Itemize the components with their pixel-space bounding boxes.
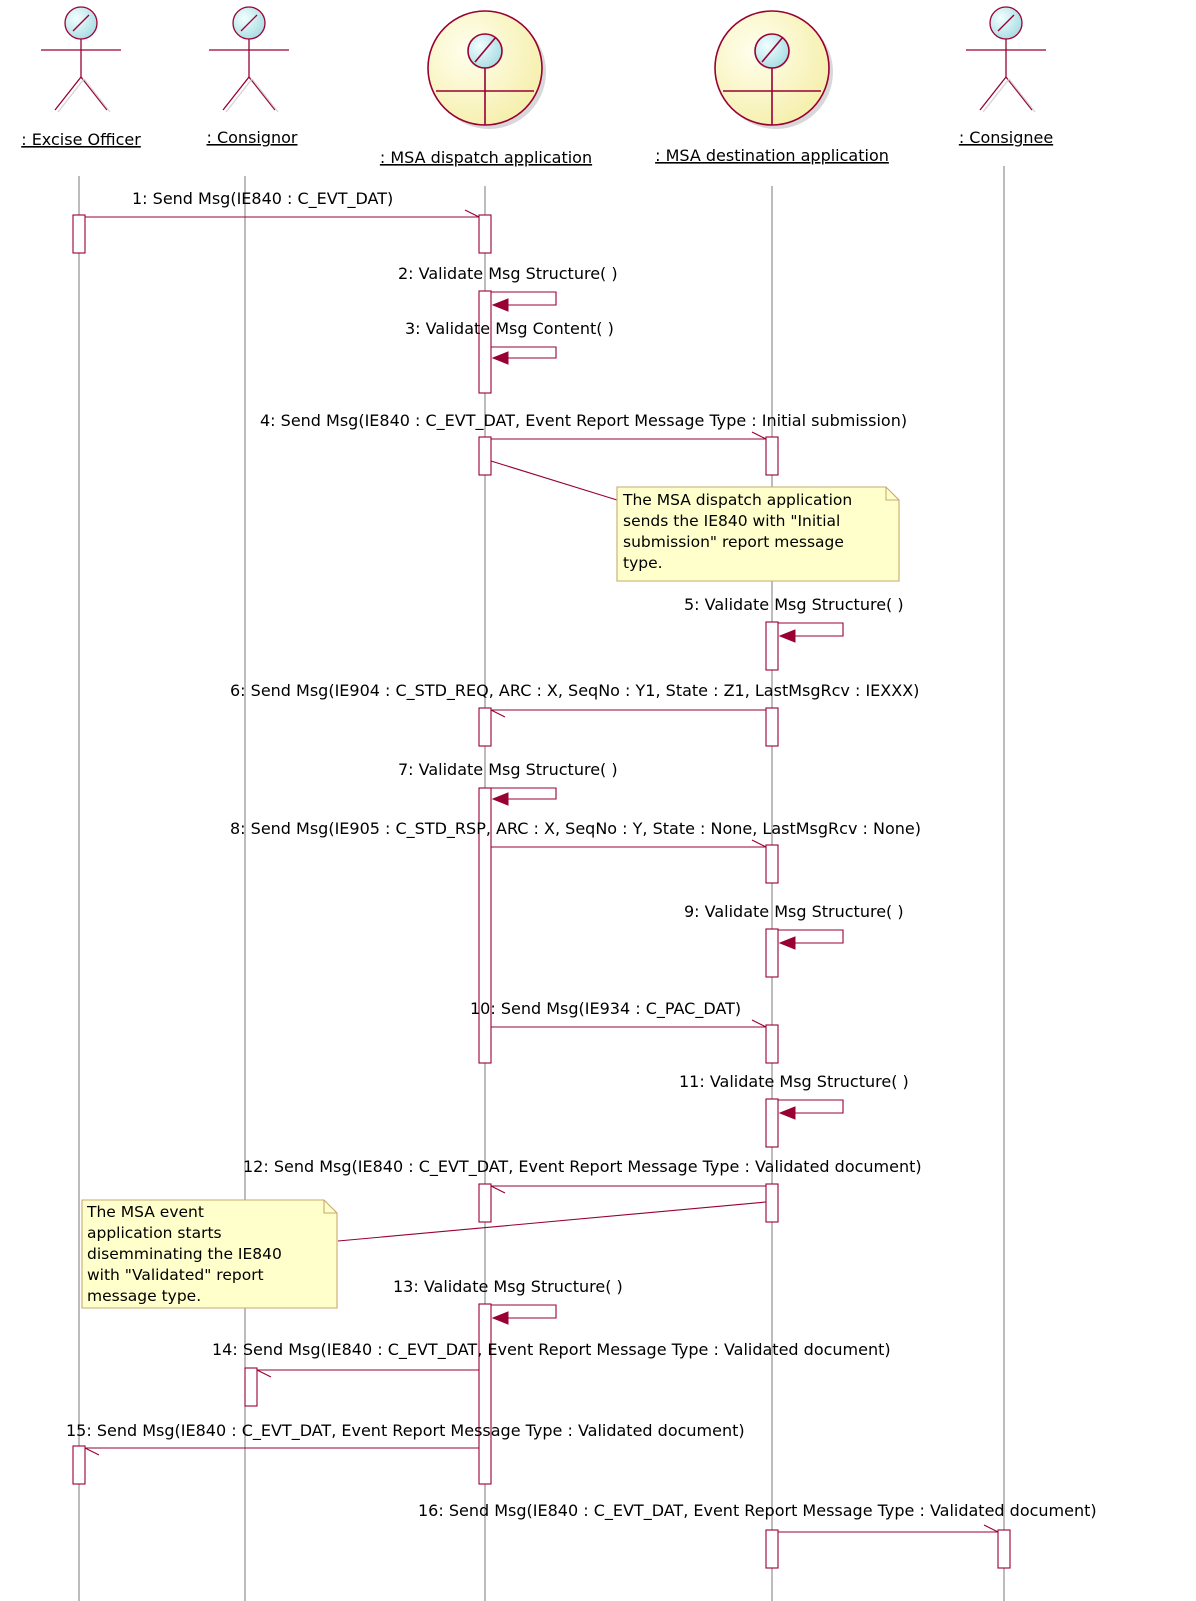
message-label: 8: Send Msg(IE905 : C_STD_RSP, ARC : X, … [230, 819, 921, 839]
message: 15: Send Msg(IE840 : C_EVT_DAT, Event Re… [66, 1421, 745, 1456]
message: 16: Send Msg(IE840 : C_EVT_DAT, Event Re… [418, 1501, 1097, 1533]
activation-bar [765, 1024, 779, 1064]
activation-bar [765, 1098, 779, 1148]
activation-bar [765, 1529, 779, 1569]
activation-bar [478, 787, 492, 1064]
message: 10: Send Msg(IE934 : C_PAC_DAT) [470, 999, 767, 1028]
activation-bar [478, 1183, 492, 1223]
message-label: 11: Validate Msg Structure( ) [679, 1072, 909, 1091]
participant-label: : Consignee [959, 128, 1053, 147]
activation-bar [765, 707, 779, 747]
message-label: 9: Validate Msg Structure( ) [684, 902, 904, 921]
system-actor-icon [427, 10, 546, 129]
message: 2: Validate Msg Structure( ) [398, 264, 618, 312]
stick-figure-icon [41, 6, 121, 113]
activations [72, 214, 1011, 1569]
note-box [81, 1199, 338, 1309]
message-label: 7: Validate Msg Structure( ) [398, 760, 618, 779]
participant-label: : Excise Officer [21, 130, 141, 149]
message: 12: Send Msg(IE840 : C_EVT_DAT, Event Re… [243, 1157, 922, 1194]
activation-bar [765, 1183, 779, 1223]
activation-bar [244, 1367, 258, 1407]
message: 7: Validate Msg Structure( ) [398, 760, 618, 806]
participant-consignee: : Consignee [959, 6, 1053, 147]
message-label: 12: Send Msg(IE840 : C_EVT_DAT, Event Re… [243, 1157, 922, 1177]
activation-bar [765, 928, 779, 978]
activation-bar [478, 1303, 492, 1485]
message-label: 2: Validate Msg Structure( ) [398, 264, 618, 283]
message-label: 6: Send Msg(IE904 : C_STD_REQ, ARC : X, … [230, 681, 919, 701]
activation-bar [478, 436, 492, 476]
note-box [616, 486, 900, 582]
participant-label: : MSA destination application [655, 146, 889, 165]
message: 3: Validate Msg Content( ) [405, 319, 614, 365]
message-label: 1: Send Msg(IE840 : C_EVT_DAT) [132, 189, 393, 209]
message: 4: Send Msg(IE840 : C_EVT_DAT, Event Rep… [260, 411, 907, 440]
participant-excise-officer: : Excise Officer [21, 6, 141, 149]
message: 8: Send Msg(IE905 : C_STD_RSP, ARC : X, … [230, 819, 921, 848]
message: 5: Validate Msg Structure( ) [684, 595, 904, 643]
message: 6: Send Msg(IE904 : C_STD_REQ, ARC : X, … [230, 681, 919, 718]
message: 13: Validate Msg Structure( ) [393, 1277, 623, 1325]
system-actor-icon [714, 10, 833, 129]
message-label: 14: Send Msg(IE840 : C_EVT_DAT, Event Re… [212, 1340, 891, 1360]
activation-bar [765, 436, 779, 476]
participant-consignor: : Consignor [206, 6, 298, 147]
message-label: 13: Validate Msg Structure( ) [393, 1277, 623, 1296]
message: 14: Send Msg(IE840 : C_EVT_DAT, Event Re… [212, 1340, 891, 1378]
stick-figure-icon [966, 6, 1046, 113]
participant-label: : Consignor [206, 128, 297, 147]
lifelines [78, 166, 1005, 1601]
message-label: 10: Send Msg(IE934 : C_PAC_DAT) [470, 999, 741, 1019]
message-label: 5: Validate Msg Structure( ) [684, 595, 904, 614]
message: 9: Validate Msg Structure( ) [684, 902, 904, 950]
message: 1: Send Msg(IE840 : C_EVT_DAT) [85, 189, 480, 218]
activation-bar [765, 844, 779, 884]
participant-msa-destination: : MSA destination application [655, 10, 889, 165]
activation-bar [72, 214, 86, 254]
stick-figure-icon [209, 6, 289, 113]
message: 11: Validate Msg Structure( ) [679, 1072, 909, 1120]
messages: 1: Send Msg(IE840 : C_EVT_DAT) 2: Valida… [66, 189, 1097, 1533]
message-label: 3: Validate Msg Content( ) [405, 319, 614, 338]
activation-bar [765, 621, 779, 671]
activation-bar [478, 707, 492, 747]
participant-msa-dispatch: : MSA dispatch application [380, 10, 592, 167]
participant-label: : MSA dispatch application [380, 148, 592, 167]
message-label: 16: Send Msg(IE840 : C_EVT_DAT, Event Re… [418, 1501, 1097, 1521]
activation-bar [478, 214, 492, 254]
message-label: 15: Send Msg(IE840 : C_EVT_DAT, Event Re… [66, 1421, 745, 1441]
activation-bar [72, 1445, 86, 1485]
message-label: 4: Send Msg(IE840 : C_EVT_DAT, Event Rep… [260, 411, 907, 431]
activation-bar [478, 290, 492, 394]
activation-bar [997, 1529, 1011, 1569]
